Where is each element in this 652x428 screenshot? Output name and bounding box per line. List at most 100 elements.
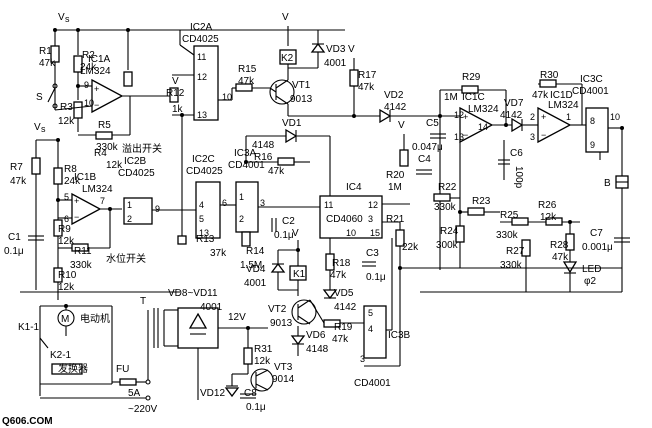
gate-ic3a: 1 2 3 IC3A CD4001 <box>228 148 265 233</box>
svg-text:V: V <box>282 12 289 23</box>
svg-text:R15: R15 <box>238 64 257 75</box>
svg-text:R16: R16 <box>254 152 273 163</box>
resistor-r9: R9 12k <box>53 219 75 247</box>
svg-text:3: 3 <box>260 198 265 208</box>
opamp-ic1c: + − 1M IC1C LM324 12 13 14 <box>444 92 499 144</box>
diode-vd3: VD3 4001 <box>310 30 347 69</box>
svg-text:2: 2 <box>239 214 244 224</box>
svg-text:0.1μ: 0.1μ <box>246 402 266 413</box>
svg-text:s: s <box>65 14 70 24</box>
opamp-ic1a: + − IC1A LM324 9 10 <box>80 54 124 114</box>
svg-text:4001: 4001 <box>244 278 267 289</box>
svg-text:发换器: 发换器 <box>58 362 88 375</box>
svg-text:24k: 24k <box>80 62 97 73</box>
svg-text:R21: R21 <box>386 214 405 225</box>
svg-text:22k: 22k <box>402 242 419 253</box>
svg-text:S: S <box>36 92 43 103</box>
resistor-r1: R1 47k <box>39 45 60 69</box>
svg-text:FU: FU <box>116 364 129 375</box>
resistor-r30: R30 <box>539 70 559 88</box>
svg-text:C6: C6 <box>510 148 523 159</box>
svg-text:5: 5 <box>199 214 204 224</box>
svg-text:10: 10 <box>222 92 232 102</box>
svg-text:IC2B: IC2B <box>124 156 147 167</box>
svg-text:10: 10 <box>84 98 94 108</box>
svg-text:4001: 4001 <box>324 58 347 69</box>
transistor-vt3: VT3 9014 <box>250 362 295 392</box>
diode-vd2: VD2 4142 <box>379 90 407 124</box>
svg-text:LM324: LM324 <box>82 184 113 195</box>
svg-text:6: 6 <box>64 214 69 224</box>
svg-text:R22: R22 <box>438 182 457 193</box>
resistor-r29: R29 <box>461 72 481 94</box>
svg-text:47k: 47k <box>238 76 255 87</box>
watermark: Q606.COM <box>2 416 53 427</box>
opamp-ic1b: + − IC1B LM324 5 6 7 <box>64 172 113 226</box>
svg-text:CD4001: CD4001 <box>572 86 609 97</box>
svg-text:IC1B: IC1B <box>74 172 97 183</box>
svg-text:R2: R2 <box>82 50 95 61</box>
svg-text:φ2: φ2 <box>584 276 596 287</box>
svg-text:IC2C: IC2C <box>192 154 215 165</box>
svg-text:4001: 4001 <box>200 302 223 313</box>
resistor-r14: R14 1.5M <box>240 231 265 271</box>
resistor-r15: R15 47k <box>235 64 257 92</box>
transformer-t: T <box>140 296 165 348</box>
svg-text:R12: R12 <box>166 88 185 99</box>
svg-text:VD8~VD11: VD8~VD11 <box>168 288 218 299</box>
svg-text:R5: R5 <box>98 120 111 131</box>
svg-text:IC1C: IC1C <box>462 92 485 103</box>
svg-text:47k: 47k <box>552 252 569 263</box>
svg-text:IC3A: IC3A <box>234 148 257 159</box>
opamp-ic1d: + − 47k IC1D LM324 2 3 1 <box>530 90 579 144</box>
resistor-r25: R25 330k <box>496 210 529 241</box>
svg-text:9013: 9013 <box>290 94 313 105</box>
svg-text:4: 4 <box>199 200 204 210</box>
svg-text:12: 12 <box>454 110 464 120</box>
resistor-r19: R19 47k <box>323 319 353 345</box>
svg-text:330k: 330k <box>500 260 523 271</box>
svg-text:IC1D: IC1D <box>550 90 573 101</box>
diode-vd4: VD4 4001 <box>244 250 286 290</box>
svg-text:VT3: VT3 <box>274 362 293 373</box>
svg-text:−: − <box>541 130 546 140</box>
svg-text:9014: 9014 <box>272 374 295 385</box>
svg-text:R24: R24 <box>440 226 459 237</box>
svg-text:CD4025: CD4025 <box>118 168 155 179</box>
svg-text:LM324: LM324 <box>80 66 111 77</box>
svg-text:CD4025: CD4025 <box>186 166 223 177</box>
svg-text:R29: R29 <box>462 72 481 83</box>
svg-text:300k: 300k <box>436 240 459 251</box>
buzzer-b: B <box>604 175 629 189</box>
svg-text:0.001μ: 0.001μ <box>582 242 613 253</box>
svg-text:T: T <box>140 296 146 307</box>
gate-ic3b: 5 4 3 IC3B CD4001 <box>354 305 411 389</box>
svg-text:C2: C2 <box>282 216 295 227</box>
diode-vd5: VD5 4142 <box>322 288 357 313</box>
svg-text:R23: R23 <box>472 196 491 207</box>
svg-text:−: − <box>94 100 99 110</box>
svg-text:VD4: VD4 <box>246 264 266 275</box>
capacitor-c6: C6 100p <box>498 140 524 189</box>
svg-text:电动机: 电动机 <box>80 312 110 325</box>
svg-text:C1: C1 <box>8 232 21 243</box>
svg-text:CD4060: CD4060 <box>326 214 363 225</box>
svg-text:10: 10 <box>610 112 620 122</box>
svg-text:R10: R10 <box>58 270 77 281</box>
resistor-r7: R7 47k <box>10 157 41 187</box>
svg-text:R4: R4 <box>94 148 107 159</box>
svg-text:12k: 12k <box>106 160 123 171</box>
capacitor-c7: C7 0.001μ <box>582 228 630 253</box>
svg-text:47k: 47k <box>330 270 347 281</box>
capacitor-c2: C2 0.1μ <box>271 216 295 241</box>
svg-text:C8: C8 <box>244 388 257 399</box>
gate-ic2a: 11 12 13 10 IC2A CD4025 <box>182 22 232 121</box>
diode-vd12: VD12 <box>200 385 240 399</box>
svg-text:+: + <box>541 112 546 122</box>
resistor-r10: R10 12k <box>53 267 77 293</box>
svg-text:13: 13 <box>199 228 209 238</box>
svg-text:s: s <box>41 124 46 134</box>
svg-text:R8: R8 <box>64 164 77 175</box>
svg-text:CD4001: CD4001 <box>354 378 391 389</box>
